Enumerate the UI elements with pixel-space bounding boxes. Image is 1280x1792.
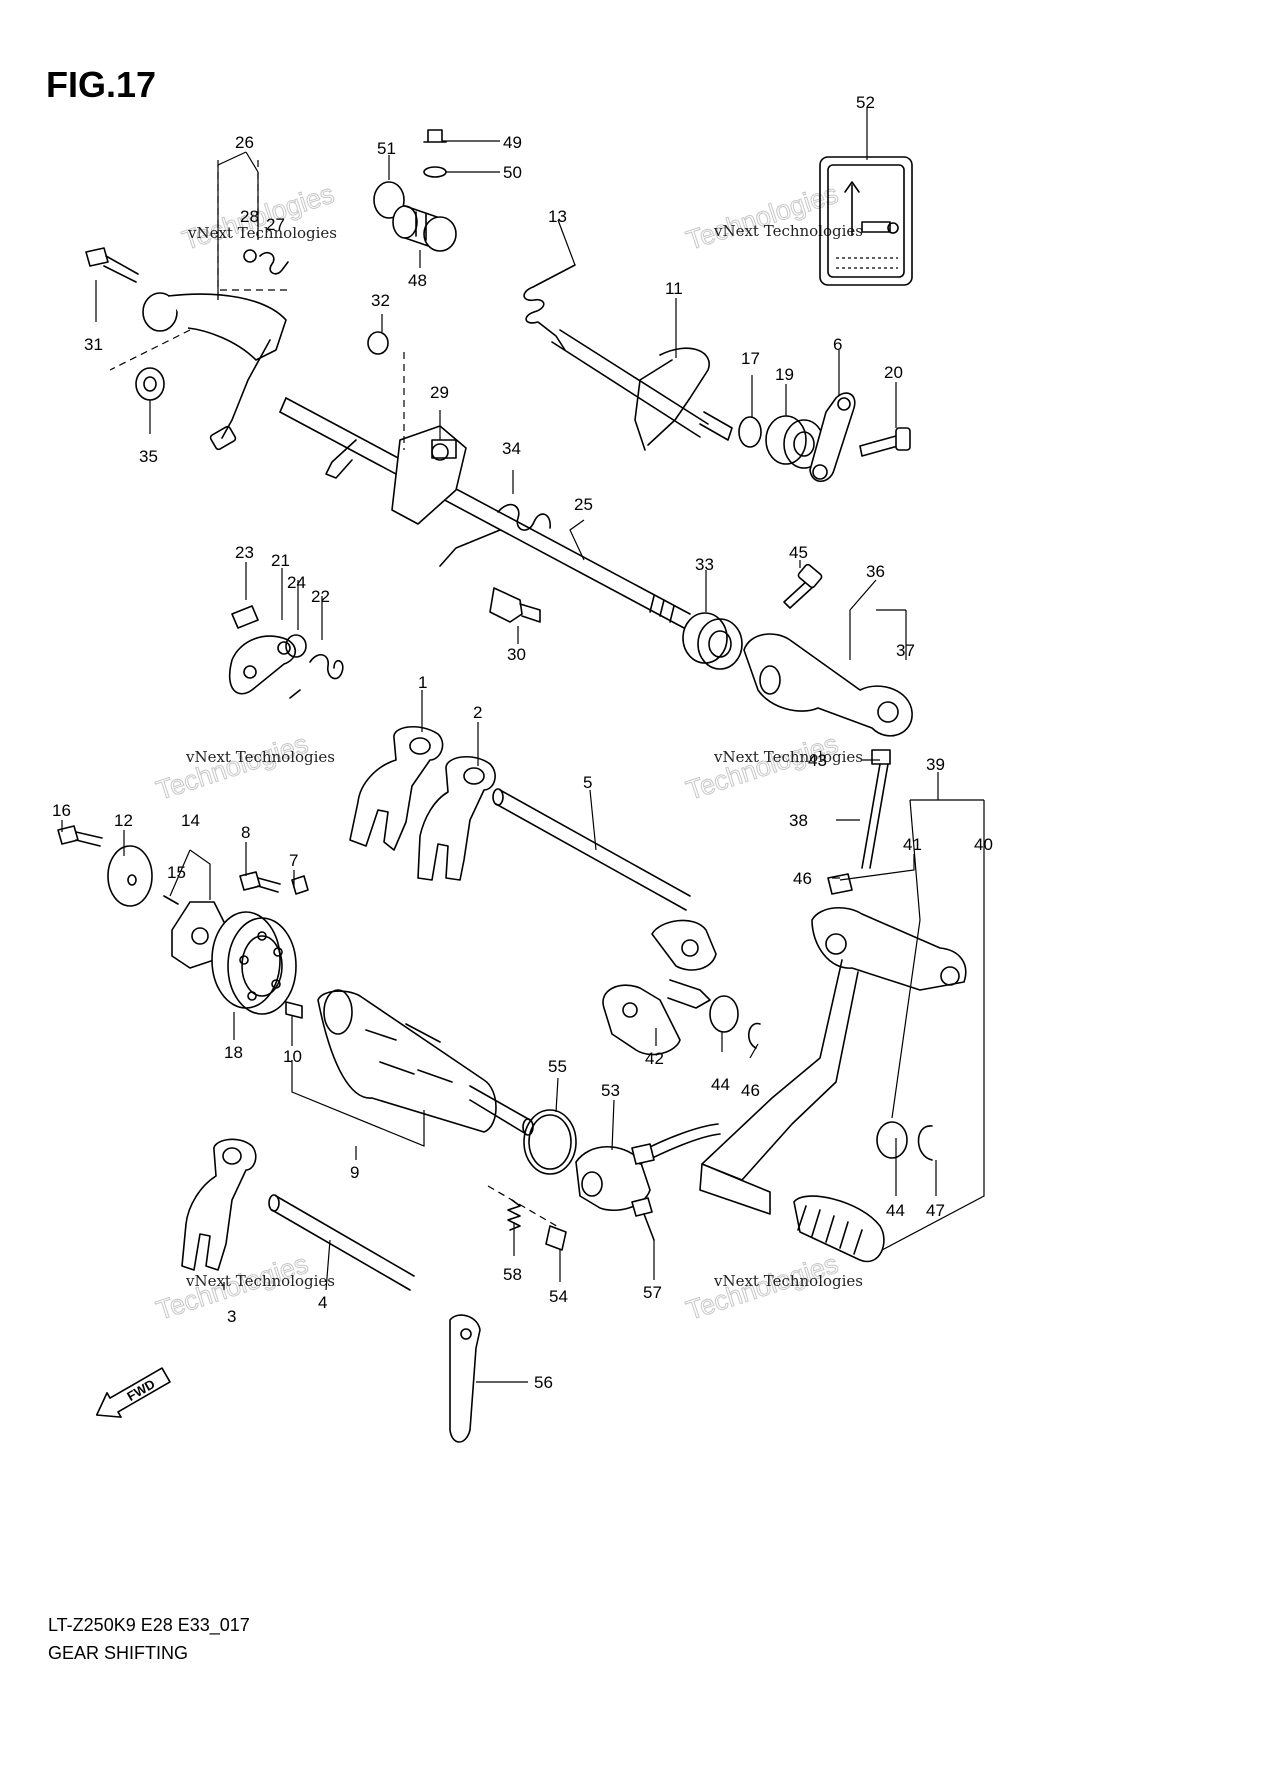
part-drawings: FWD (57, 129, 967, 1443)
callout-labels: 52 49 50 51 48 13 11 17 19 6 20 26 28 27… (52, 93, 993, 1392)
callout-2: 2 (473, 703, 482, 722)
callout-43: 43 (808, 751, 827, 770)
figure-title: FIG.17 (46, 64, 157, 105)
callout-27: 27 (266, 215, 285, 234)
callout-56: 55 (548, 1057, 567, 1076)
callout-17: 17 (741, 349, 760, 368)
callout-20: 20 (884, 363, 903, 382)
callout-58: 57 (643, 1283, 662, 1302)
callout-22: 22 (311, 587, 330, 606)
callout-21: 21 (271, 551, 290, 570)
callout-30: 30 (507, 645, 526, 664)
callout-48: 47 (926, 1201, 945, 1220)
callout-36: 36 (866, 562, 885, 581)
callout-33: 33 (695, 555, 714, 574)
callout-4: 4 (318, 1293, 327, 1312)
callout-34: 34 (502, 439, 521, 458)
callout-55: 54 (549, 1287, 568, 1306)
callout-41: 41 (903, 835, 922, 854)
callout-49: 48 (408, 271, 427, 290)
callout-28: 28 (240, 207, 259, 226)
callout-18: 18 (224, 1043, 243, 1062)
watermark-text: vNext Technologies (713, 1272, 863, 1290)
figure-name: GEAR SHIFTING (48, 1643, 189, 1663)
callout-53: 52 (856, 93, 875, 112)
callout-37: 37 (896, 641, 915, 660)
callout-45: 46 (741, 1081, 760, 1100)
shift-pattern-label (819, 156, 913, 286)
watermark-mark: Technologies (153, 728, 312, 805)
callout-54: 53 (601, 1081, 620, 1100)
callout-39: 39 (926, 755, 945, 774)
callout-32: 32 (371, 291, 390, 310)
callout-15: 15 (167, 863, 186, 882)
callout-24: 24 (287, 573, 306, 592)
callout-16: 16 (52, 801, 71, 820)
callout-19: 19 (775, 365, 794, 384)
fwd-arrow-icon: FWD (95, 1367, 171, 1418)
model-code: LT-Z250K9 E28 E33_017 (48, 1615, 250, 1635)
callout-13: 13 (548, 207, 567, 226)
callout-51: 50 (503, 163, 522, 182)
callout-47: 46 (793, 869, 812, 888)
callout-12: 12 (114, 811, 133, 830)
callout-46: 45 (789, 543, 808, 562)
watermark-text: vNext Technologies (713, 222, 863, 240)
callout-42: 42 (645, 1049, 664, 1068)
callout-26: 26 (235, 133, 254, 152)
callout-57: 56 (534, 1373, 553, 1392)
callout-25: 25 (574, 495, 593, 514)
callout-44b: 44 (886, 1201, 905, 1220)
watermark-text: vNext Technologies (185, 748, 335, 766)
callout-3: 3 (227, 1307, 236, 1326)
callout-40: 40 (974, 835, 993, 854)
callout-52: 51 (377, 139, 396, 158)
callout-31: 31 (84, 335, 103, 354)
callout-59: 58 (503, 1265, 522, 1284)
callout-38: 38 (789, 811, 808, 830)
callout-9: 9 (350, 1163, 359, 1182)
callout-35: 35 (139, 447, 158, 466)
watermark-text: vNext Technologies (713, 748, 863, 766)
callout-6: 6 (833, 335, 842, 354)
watermark-text: vNext Technologies (185, 1272, 335, 1290)
callout-14: 14 (181, 811, 200, 830)
watermark-mark: Technologies (683, 178, 842, 255)
callout-8: 8 (241, 823, 250, 842)
callout-50: 49 (503, 133, 522, 152)
callout-44a: 44 (711, 1075, 730, 1094)
callout-10: 10 (283, 1047, 302, 1066)
leader-lines (61, 108, 985, 1383)
callout-7: 7 (289, 851, 298, 870)
callout-29: 29 (430, 383, 449, 402)
watermark-text: vNext Technologies (187, 224, 337, 242)
callout-23: 23 (235, 543, 254, 562)
callout-1: 1 (418, 673, 427, 692)
callout-5: 5 (583, 773, 592, 792)
callout-11: 11 (665, 279, 683, 298)
